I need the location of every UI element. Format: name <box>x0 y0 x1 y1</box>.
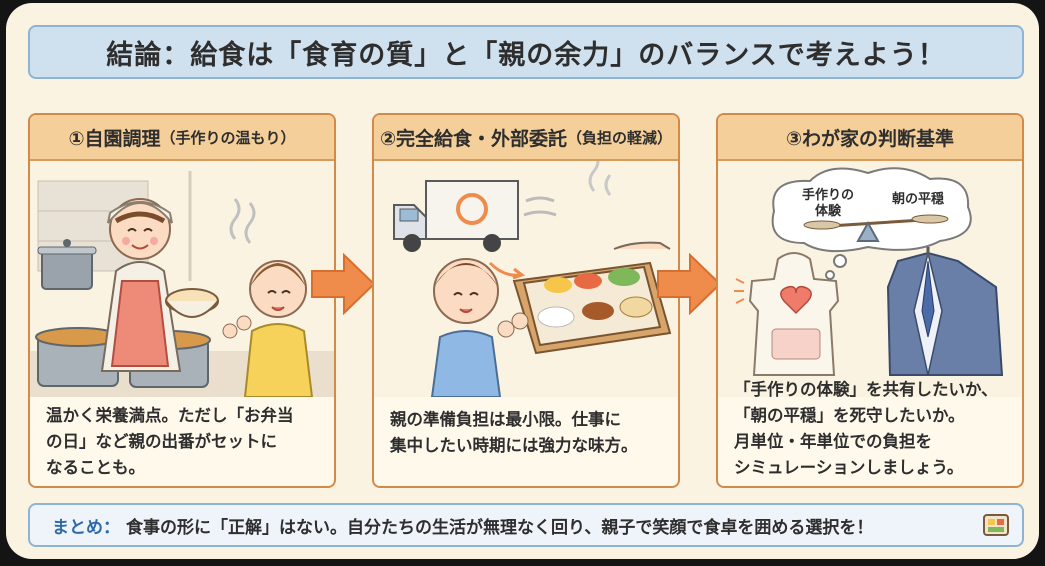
panel-title: ③わが家の判断基準 <box>785 127 955 150</box>
truck-icon <box>393 180 519 252</box>
panel-line: 集中したい時期には強力な味方。 <box>390 436 638 455</box>
kitchen-illustration <box>30 161 334 397</box>
panel-description: 温かく栄養満点。ただし「お弁当 の日」など親の出番がセットに なることも。 <box>46 403 328 481</box>
panel-line: 親の準備負担は最小限。仕事に <box>390 410 621 429</box>
child-icon <box>222 260 314 397</box>
panel-description: 「手作りの体験」を共有したいか、 「朝の平穏」を死守したいか。 月単位・年単位で… <box>734 377 1016 481</box>
arrow-right-icon <box>311 253 376 315</box>
panel-title: ②完全給食・外部委託 <box>379 127 568 150</box>
panel-full-catering: ②完全給食・外部委託（負担の軽減） <box>372 113 680 488</box>
panel-self-cooking: ①自園調理（手作りの温もり） <box>28 113 336 488</box>
panel-header: ③わが家の判断基準 <box>718 115 1022 161</box>
panel-subtitle: （負担の軽減） <box>567 128 673 147</box>
summary-box: まとめ： 食事の形に「正解」はない。自分たちの生活が無理なく回り、親子で笑顔で食… <box>28 503 1024 547</box>
infographic: 結論：給食は「食育の質」と「親の余力」のバランスで考えよう！ ①自園調理（手作り… <box>6 3 1039 559</box>
pot-icon <box>37 239 97 290</box>
apron-icon <box>734 252 840 376</box>
panel-header: ②完全給食・外部委託（負担の軽減） <box>374 115 678 161</box>
panel-family-criteria: ③わが家の判断基準 手作りの 体験 朝の平穏 <box>716 113 1024 488</box>
page-title: 結論：給食は「食育の質」と「親の余力」のバランスで考えよう！ <box>28 25 1024 79</box>
bento-tray-icon <box>512 261 672 355</box>
panel-line: 温かく栄養満点。ただし「お弁当 <box>46 406 294 425</box>
scale-icon <box>803 214 949 242</box>
decision-illustration: 手作りの 体験 朝の平穏 <box>718 161 1022 397</box>
catering-illustration <box>374 161 678 397</box>
scale-left-label-2: 体験 <box>815 203 842 219</box>
panel-line: なることも。 <box>46 458 145 477</box>
panel-description: 親の準備負担は最小限。仕事に 集中したい時期には強力な味方。 <box>390 407 672 459</box>
summary-lead: まとめ： <box>52 517 120 538</box>
scale-left-label: 手作りの <box>802 187 854 203</box>
panel-header: ①自園調理（手作りの温もり） <box>30 115 334 161</box>
panel-line: の日」など親の出番がセットに <box>46 432 277 451</box>
panel-subtitle: （手作りの温もり） <box>160 128 296 147</box>
suit-icon <box>886 247 1004 376</box>
arrow-right-icon <box>657 253 722 315</box>
panel-line: 月単位・年単位での負担を <box>734 432 932 451</box>
summary-text: 食事の形に「正解」はない。自分たちの生活が無理なく回り、親子で笑顔で食卓を囲める… <box>126 517 874 538</box>
lunchbox-icon <box>983 514 1009 536</box>
panel-line: 「朝の平穏」を死守したいか。 <box>734 406 965 425</box>
mother-icon <box>100 198 182 372</box>
panel-line: 「手作りの体験」を共有したいか、 <box>734 380 998 399</box>
panel-title: ①自園調理 <box>68 127 161 150</box>
scale-right-label: 朝の平穏 <box>892 191 944 207</box>
panel-line: シミュレーションしましょう。 <box>734 458 964 477</box>
